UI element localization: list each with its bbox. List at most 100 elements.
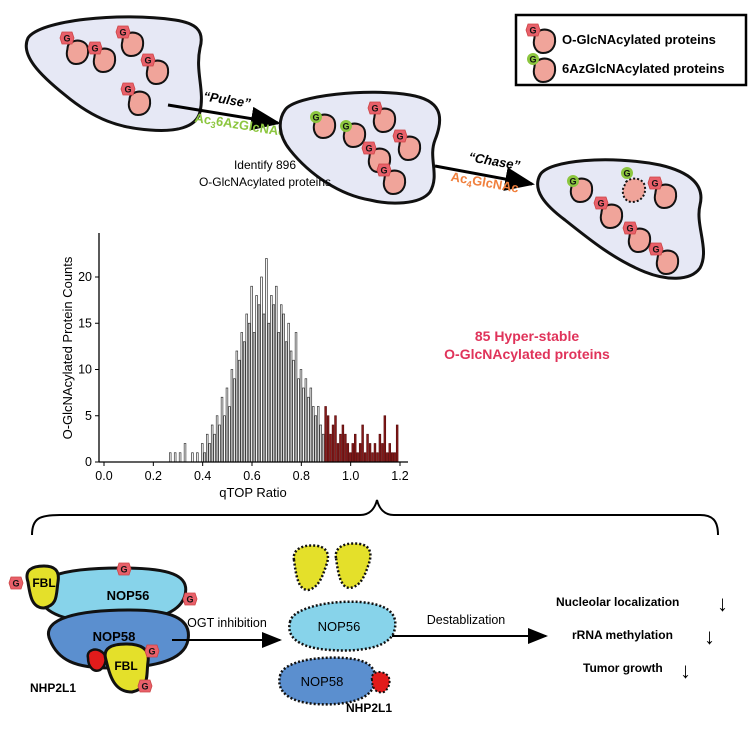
hyperstable-line1: 85 Hyper-stable xyxy=(475,328,579,344)
histogram-bar xyxy=(280,304,283,463)
histogram-bar xyxy=(270,295,273,463)
histogram-bar-hyperstable xyxy=(383,415,387,463)
histogram-bar-hyperstable xyxy=(381,443,384,463)
x-tick-label: 1.0 xyxy=(342,469,359,483)
x-tick-label: 1.2 xyxy=(391,469,408,483)
y-tick-label: 15 xyxy=(78,316,92,330)
histogram-bar xyxy=(223,415,226,463)
histogram-bar xyxy=(210,424,214,463)
histogram-bar-hyperstable xyxy=(339,433,342,463)
y-tick-label: 5 xyxy=(85,409,92,423)
outcome-nucleolar-arrow: ↓ xyxy=(717,591,728,616)
glyco-tag-5 xyxy=(137,679,153,693)
brace xyxy=(31,499,719,536)
x-tick-label: 0.6 xyxy=(243,469,260,483)
complex-dissociated: NOP56 NOP58 NHP2L1 xyxy=(278,542,397,715)
histogram-bar xyxy=(240,332,243,463)
nhp2l1-free-shape xyxy=(370,671,391,694)
histogram-bar xyxy=(196,452,199,463)
histogram-bar xyxy=(307,396,310,463)
histogram-bar xyxy=(183,443,187,463)
histogram-bar xyxy=(275,285,278,463)
histogram-bar xyxy=(304,378,308,463)
outcomes: Nucleolar localization ↓ rRNA methylatio… xyxy=(556,591,728,683)
histogram-bar xyxy=(317,406,320,463)
histogram-bar xyxy=(284,341,288,463)
identify-line2: O-GlcNAcylated proteins xyxy=(199,175,331,189)
histogram-bar xyxy=(302,387,305,463)
histogram-bar xyxy=(238,359,241,463)
histogram-bar-hyperstable xyxy=(378,433,382,463)
histogram-bar xyxy=(250,285,253,463)
histogram-bar xyxy=(178,452,182,463)
histogram-bar-hyperstable xyxy=(361,424,364,463)
glyco-tag-1 xyxy=(8,576,24,590)
histogram-bar-hyperstable xyxy=(395,424,399,463)
y-tick-label: 10 xyxy=(78,363,92,377)
legend-label-ogn: O-GlcNAcylated proteins xyxy=(562,32,716,47)
histogram-bar xyxy=(319,424,322,463)
glyco-tag-2 xyxy=(116,562,132,576)
histogram-bar xyxy=(191,452,194,463)
histogram-bar xyxy=(262,313,266,463)
identify-line1: Identify 896 xyxy=(234,158,296,172)
histogram-bar xyxy=(247,322,251,463)
fbl-label-bottom: FBL xyxy=(114,659,137,673)
histogram-bar xyxy=(213,433,216,463)
histogram-bar xyxy=(314,415,317,463)
outcome-tumor-arrow: ↓ xyxy=(680,658,691,683)
histogram-bar xyxy=(233,378,236,463)
histogram-bar-hyperstable xyxy=(334,415,337,463)
histogram-bar-hyperstable xyxy=(354,433,357,463)
histogram-bar-hyperstable xyxy=(341,424,345,463)
histogram-bar-hyperstable xyxy=(351,443,354,463)
histogram-bar xyxy=(282,313,285,463)
histogram-bar xyxy=(203,452,206,463)
histogram-bar-hyperstable xyxy=(371,452,374,463)
histogram-bar-hyperstable xyxy=(393,452,396,463)
y-tick-label: 20 xyxy=(78,270,92,284)
histogram-bar xyxy=(312,406,315,463)
legend-label-az: 6AzGlcNAcylated proteins xyxy=(562,61,725,76)
histogram-bar xyxy=(289,350,293,463)
histogram-bar xyxy=(321,433,325,463)
histogram-bar xyxy=(243,341,246,463)
histogram-bar-hyperstable xyxy=(326,415,330,463)
histogram-bar xyxy=(208,443,211,463)
fbl-label-top: FBL xyxy=(32,576,55,590)
released-tag xyxy=(621,167,633,179)
nop58-free-label: NOP58 xyxy=(301,674,344,689)
histogram-bar-hyperstable xyxy=(366,433,369,463)
histogram-bar xyxy=(299,369,303,463)
glyco-tag-3 xyxy=(182,592,198,606)
histogram-bar-hyperstable xyxy=(376,452,379,463)
histogram-bar xyxy=(297,378,300,463)
nhp2l1-label: NHP2L1 xyxy=(30,681,76,695)
nhp2l1-shape xyxy=(86,648,107,672)
outcome-rrna: rRNA methylation xyxy=(572,628,673,642)
outcome-rrna-arrow: ↓ xyxy=(704,624,715,649)
cell-chased xyxy=(536,158,705,280)
histogram-bar-hyperstable xyxy=(386,452,389,463)
histogram-bars xyxy=(169,258,399,463)
histogram-bar xyxy=(272,304,276,463)
histogram-bar-hyperstable xyxy=(331,424,335,463)
histogram-bar xyxy=(201,443,204,463)
x-tick-label: 0.8 xyxy=(293,469,310,483)
histogram-bar-hyperstable xyxy=(349,452,352,463)
chase-reagent: Ac4GlcNAc xyxy=(449,169,520,198)
x-axis-label: qTOP Ratio xyxy=(219,485,286,500)
histogram-bar xyxy=(260,276,263,463)
histogram-bar xyxy=(255,295,258,463)
histogram-bar xyxy=(225,387,229,463)
histogram-bar-hyperstable xyxy=(336,443,340,463)
x-tick-label: 0.0 xyxy=(95,469,112,483)
histogram-bar xyxy=(235,350,239,463)
histogram-bar xyxy=(245,313,248,463)
histogram-bar xyxy=(218,424,221,463)
histogram-bar xyxy=(169,452,172,463)
histogram-bar-hyperstable xyxy=(329,433,332,463)
